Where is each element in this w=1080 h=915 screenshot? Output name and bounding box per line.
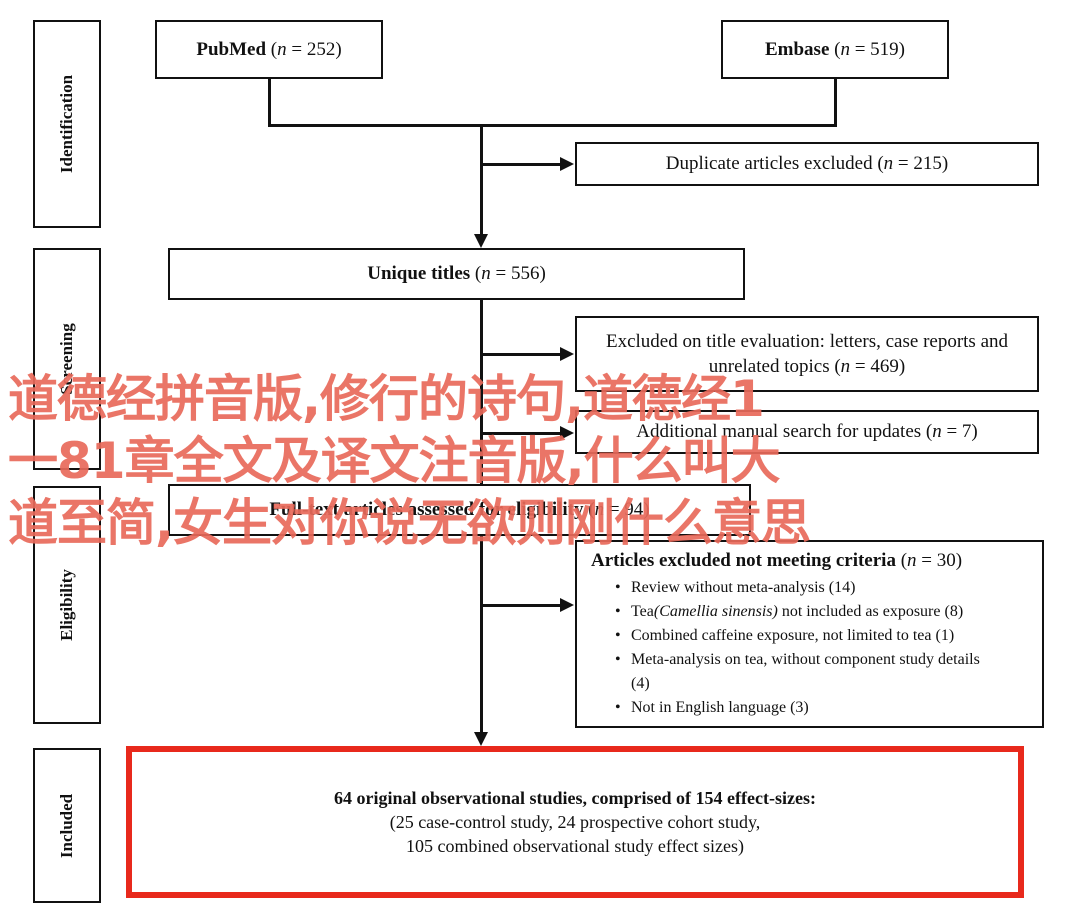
excluded-title-line2: unrelated topics ( xyxy=(708,356,841,377)
included-box: 64 original observational studies, compr… xyxy=(126,746,1024,898)
arrow-to-manual xyxy=(560,426,574,440)
n-symbol: n xyxy=(594,499,605,520)
embase-label: Embase xyxy=(764,38,830,60)
excluded-title-line1: Excluded on title evaluation: letters, c… xyxy=(605,331,1009,352)
criteria-item-pre: Tea xyxy=(631,603,654,620)
criteria-item-species: (Camellia sinensis) xyxy=(653,603,778,620)
pubmed-count: = 252) xyxy=(286,38,342,60)
included-line1: 64 original observational studies, compr… xyxy=(334,788,816,808)
embase-count: = 519) xyxy=(849,38,906,60)
unique-titles-box: Unique titles (n = 556) xyxy=(168,248,745,300)
stage-included-label: Included xyxy=(57,793,76,858)
criteria-item: Tea(Camellia sinensis) not included as e… xyxy=(615,600,1034,624)
stage-included: Included xyxy=(33,748,101,903)
pubmed-label: PubMed xyxy=(196,38,267,60)
connector-to-manual xyxy=(480,432,560,435)
duplicates-box: Duplicate articles excluded (n = 215) xyxy=(575,142,1039,186)
fulltext-box: Full-text articles assessed for eligibil… xyxy=(168,484,751,536)
stage-eligibility-label: Eligibility xyxy=(57,569,76,641)
arrow-to-duplicates xyxy=(560,157,574,171)
criteria-item: Meta-analysis on tea, without component … xyxy=(615,648,1034,696)
connector-to-excluded-criteria xyxy=(480,604,560,607)
excluded-criteria-count: = 30) xyxy=(916,550,963,571)
duplicates-label: Duplicate articles excluded ( xyxy=(665,153,884,174)
n-symbol: n xyxy=(840,38,850,60)
stage-identification: Identification xyxy=(33,20,101,228)
unique-count: = 556) xyxy=(490,263,546,284)
connector-pubmed-down xyxy=(268,78,271,126)
embase-box: Embase (n = 519) xyxy=(721,20,949,79)
stage-screening-label: Screening xyxy=(57,323,76,395)
fulltext-count: = 94) xyxy=(604,499,650,520)
stage-screening: Screening xyxy=(33,248,101,470)
connector-to-excluded-title xyxy=(480,353,560,356)
n-symbol: n xyxy=(907,550,917,571)
criteria-item: Combined caffeine exposure, not limited … xyxy=(615,624,1034,648)
connector-embase-down xyxy=(834,78,837,126)
n-symbol: n xyxy=(840,356,851,377)
connector-to-duplicates xyxy=(480,163,560,166)
fulltext-label: Full-text articles assessed for eligibil… xyxy=(269,499,595,520)
manual-search-box: Additional manual search for updates (n … xyxy=(575,410,1039,454)
n-symbol: n xyxy=(481,263,491,284)
manual-search-label: Additional manual search for updates ( xyxy=(636,421,933,442)
manual-search-count: = 7) xyxy=(941,421,978,442)
stage-eligibility: Eligibility xyxy=(33,486,101,724)
unique-label: Unique titles xyxy=(367,263,471,284)
criteria-item-post: not included as exposure (8) xyxy=(777,603,964,620)
arrow-to-excluded-criteria xyxy=(560,598,574,612)
arrow-to-unique xyxy=(474,234,488,248)
excluded-title-box: Excluded on title evaluation: letters, c… xyxy=(575,316,1039,392)
connector-to-unique xyxy=(480,124,483,234)
connector-merge xyxy=(268,124,837,127)
arrow-to-included xyxy=(474,732,488,746)
stage-identification-label: Identification xyxy=(57,74,76,174)
arrow-to-excluded-title xyxy=(560,347,574,361)
pubmed-box: PubMed (n = 252) xyxy=(155,20,383,79)
criteria-item: Not in English language (3) xyxy=(615,696,1034,720)
n-symbol: n xyxy=(883,153,894,174)
duplicates-count: = 215) xyxy=(893,153,949,174)
included-line2: (25 case-control study, 24 prospective c… xyxy=(389,812,761,832)
excluded-criteria-box: Articles excluded not meeting criteria (… xyxy=(575,540,1044,728)
excluded-title-count: = 469) xyxy=(850,356,906,377)
included-line3: 105 combined observational study effect … xyxy=(405,836,745,856)
n-symbol: n xyxy=(932,421,942,442)
excluded-criteria-title: Articles excluded not meeting criteria xyxy=(591,550,896,571)
criteria-item: Review without meta-analysis (14) xyxy=(615,576,1034,600)
exclusion-criteria-list: Review without meta-analysis (14) Tea(Ca… xyxy=(591,576,1034,720)
n-symbol: n xyxy=(277,38,287,60)
